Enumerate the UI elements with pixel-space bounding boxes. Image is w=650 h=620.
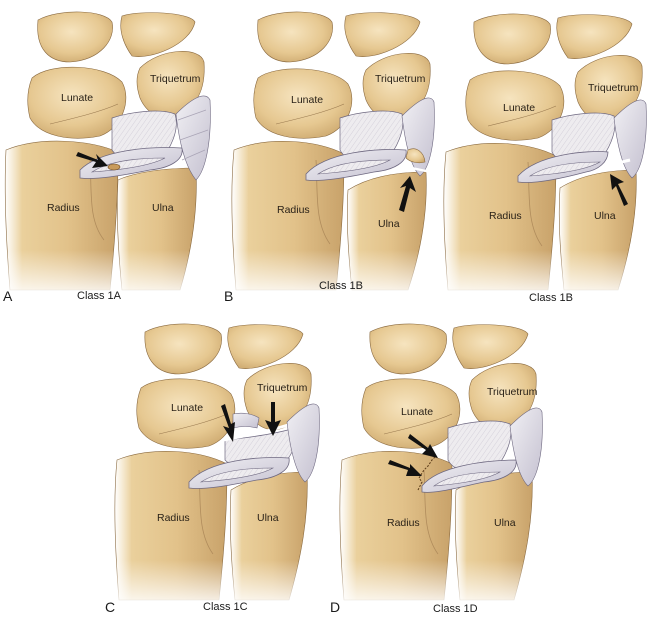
panel-class-1c: Lunate Triquetrum Radius Ulna C Class 1C (105, 310, 330, 620)
panel-caption: Class 1B (529, 292, 574, 304)
label-ulna: Ulna (152, 202, 174, 214)
label-lunate: Lunate (503, 102, 536, 114)
panel-caption: Class 1C (203, 601, 248, 613)
panel-caption: Class 1B (319, 280, 364, 292)
tear-arrow-icon (265, 402, 281, 436)
label-lunate: Lunate (171, 402, 204, 414)
panel-letter: B (224, 288, 234, 304)
label-triquetrum: Triquetrum (257, 382, 308, 394)
label-ulna: Ulna (257, 512, 279, 524)
panel-caption: Class 1D (433, 603, 478, 615)
label-triquetrum: Triquetrum (588, 82, 639, 94)
label-triquetrum: Triquetrum (375, 73, 426, 85)
wrist-illustration-1c (105, 323, 325, 610)
tear-arrow-icon (76, 152, 108, 168)
label-ulna: Ulna (494, 517, 516, 529)
label-triquetrum: Triquetrum (150, 73, 201, 85)
label-radius: Radius (157, 512, 190, 524)
tear-arrow-icon (221, 404, 235, 442)
label-radius: Radius (387, 517, 420, 529)
tear-arrow-icon (388, 460, 422, 476)
label-radius: Radius (47, 202, 80, 214)
wrist-illustration-1d (330, 323, 550, 610)
panel-class-1b-fracture: Lunate Triquetrum Radius Ulna B Class 1B (220, 0, 440, 310)
label-ulna: Ulna (594, 210, 616, 222)
label-lunate: Lunate (291, 94, 324, 106)
panel-letter: A (3, 288, 13, 304)
wrist-illustration-1b-alt (430, 13, 650, 300)
tear-arrow-icon (610, 174, 628, 206)
wrist-illustration-1a (0, 11, 220, 300)
panel-letter: D (330, 599, 341, 615)
tear-arrow-icon (408, 434, 438, 458)
wrist-illustration-1b (220, 11, 440, 300)
label-triquetrum: Triquetrum (487, 386, 538, 398)
panel-class-1d: Lunate Triquetrum Radius Ulna D Class 1D (330, 310, 560, 620)
label-radius: Radius (277, 204, 310, 216)
label-ulna: Ulna (378, 218, 400, 230)
panel-class-1a: Lunate Triquetrum Radius Ulna A Class 1A (0, 0, 220, 310)
panel-class-1b-no-fracture: Lunate Triquetrum Radius Ulna Class 1B (430, 0, 650, 310)
label-lunate: Lunate (401, 406, 434, 418)
tear-arrow-icon (399, 176, 416, 212)
label-radius: Radius (489, 210, 522, 222)
label-lunate: Lunate (61, 92, 94, 104)
panel-letter: C (105, 599, 116, 615)
panel-caption: Class 1A (77, 290, 122, 302)
